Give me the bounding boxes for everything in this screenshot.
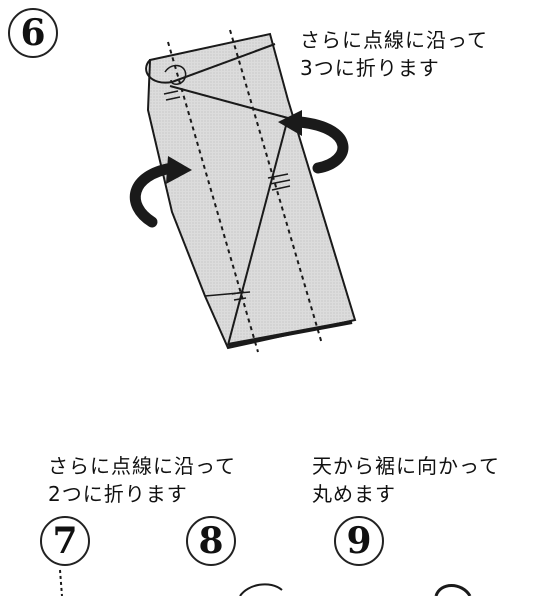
step-9-paper-edge xyxy=(434,584,472,596)
curved-fold-arrow-icon xyxy=(129,156,192,228)
inner-fold-line xyxy=(169,85,289,119)
step-6-paper-illustration xyxy=(145,29,357,353)
stitch-mark xyxy=(231,291,247,301)
step-7-number: 7 xyxy=(40,516,90,566)
step-7-caption-line-2: 2つに折ります xyxy=(48,482,188,506)
step-6-caption-line-1: さらに点線に沿って xyxy=(300,28,488,52)
step-8-number: 8 xyxy=(186,516,236,566)
dashed-fold-guide xyxy=(167,41,259,353)
curved-fold-arrow-icon xyxy=(278,110,349,174)
step-6-caption-line-2: 3つに折ります xyxy=(300,56,440,80)
folded-paper xyxy=(146,32,357,350)
step-6-caption: さらに点線に沿って 3つに折ります xyxy=(300,26,488,82)
paper-curl xyxy=(164,64,187,85)
stitch-mark xyxy=(267,173,291,191)
step-8-paper-edge xyxy=(239,583,283,596)
dashed-fold-guide xyxy=(229,29,323,345)
step-7-caption: さらに点線に沿って 2つに折ります xyxy=(48,452,236,508)
inner-fold-line xyxy=(227,320,353,347)
dashed-fold-guide xyxy=(59,569,63,596)
step-9-caption-line-2: 丸めます xyxy=(312,482,396,506)
step-7-caption-line-1: さらに点線に沿って xyxy=(48,454,236,478)
step-9-number: 9 xyxy=(334,516,384,566)
step-9-caption: 天から裾に向かって 丸めます xyxy=(312,452,500,508)
step-6-number: 6 xyxy=(8,8,58,58)
stitch-mark xyxy=(163,90,181,101)
inner-fold-line xyxy=(227,117,289,346)
step-9-caption-line-1: 天から裾に向かって xyxy=(312,454,500,478)
